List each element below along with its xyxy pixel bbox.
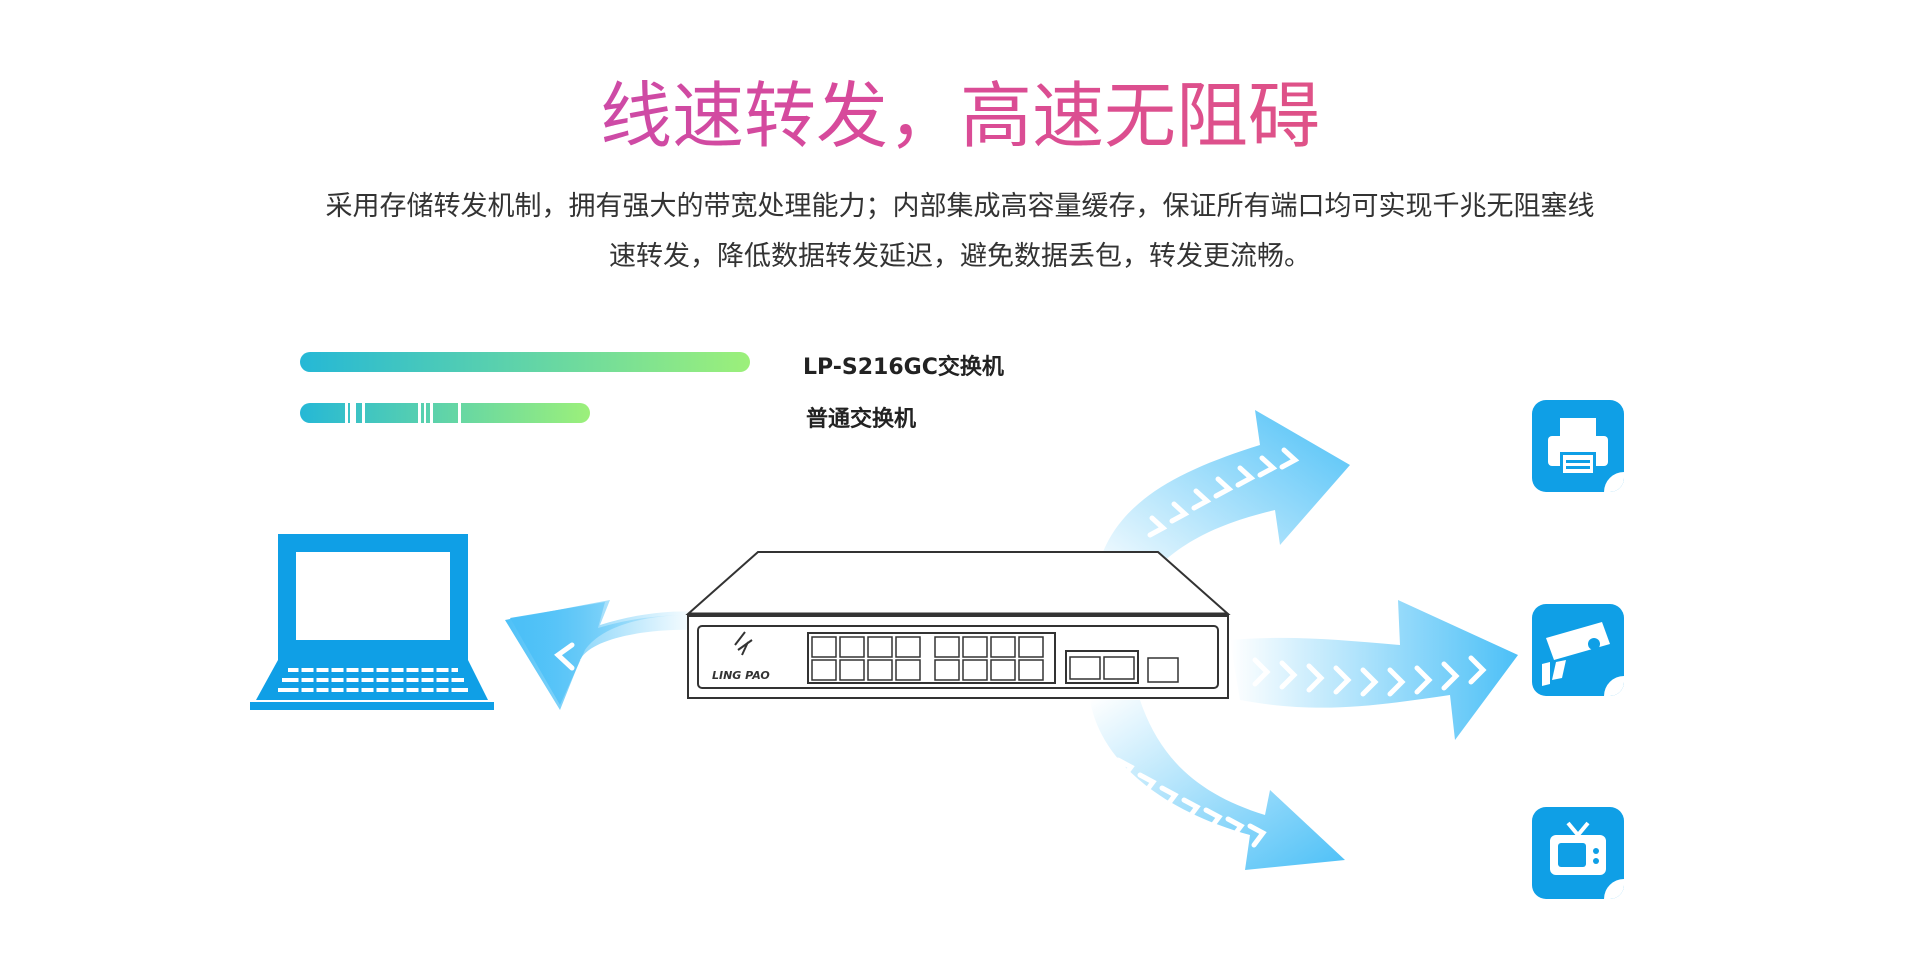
network-switch <box>685 551 1231 699</box>
printer-device <box>1532 400 1624 492</box>
arrow-to-laptop <box>505 600 700 710</box>
switch-logo <box>734 631 753 656</box>
printer-icon <box>1548 418 1624 492</box>
description-line-2: 速转发，降低数据转发延迟，避免数据丢包，转发更流畅。 <box>609 241 1311 272</box>
arrow-to-printer <box>1100 410 1350 590</box>
legend-label-solid: LP-S216GC交换机 <box>803 355 1004 380</box>
arrow-to-tv <box>1090 700 1345 870</box>
description-line-1: 采用存储转发机制，拥有强大的带宽处理能力；内部集成高容量缓存，保证所有端口均可实… <box>325 191 1595 222</box>
legend-label-broken: 普通交换机 <box>806 407 917 432</box>
tv-icon <box>1550 821 1624 899</box>
camera-device <box>1532 604 1624 696</box>
switch-ports <box>807 632 1179 684</box>
page-title: 线速转发，高速无阻碍 <box>0 72 1920 160</box>
switch-brand-label: LING PAO <box>712 669 770 682</box>
legend-bar-solid <box>300 352 750 372</box>
laptop-icon <box>250 534 494 710</box>
security-camera-icon <box>1542 622 1624 696</box>
arrow-to-camera <box>1230 600 1518 740</box>
description: 采用存储转发机制，拥有强大的带宽处理能力；内部集成高容量缓存，保证所有端口均可实… <box>240 182 1680 282</box>
legend-bar-broken <box>300 403 590 423</box>
tv-device <box>1532 807 1624 899</box>
